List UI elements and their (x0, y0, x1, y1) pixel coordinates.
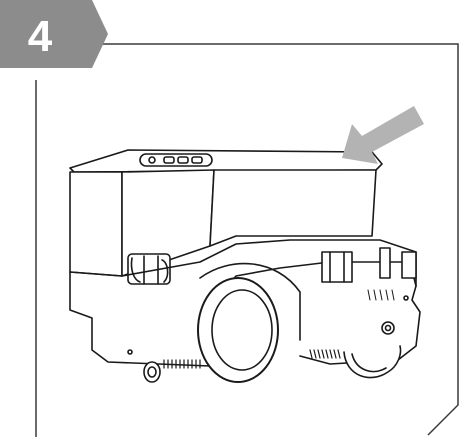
body-left-face (69, 171, 123, 277)
sensor-dot (127, 349, 133, 355)
side-latch (127, 253, 171, 285)
wheel-arch (199, 262, 301, 341)
frame-border (96, 43, 459, 436)
control-panel (139, 153, 213, 167)
lid-top (69, 149, 383, 173)
step-number: 4 (27, 12, 53, 61)
bottom-vents (163, 349, 341, 369)
bolt-center (384, 324, 392, 332)
body-right-face (209, 169, 377, 247)
step-badge-shape (0, 0, 108, 68)
front-caster (143, 361, 161, 383)
right-clips (321, 247, 417, 283)
rear-vents (367, 289, 395, 301)
arrow-icon (342, 106, 424, 164)
rear-wheel (343, 345, 402, 379)
bolt (381, 321, 395, 335)
badge-background (0, 0, 108, 68)
main-wheel (197, 277, 279, 383)
chassis-outline (69, 261, 421, 367)
chassis-upper-edge (69, 239, 417, 287)
sensor-dot-right (403, 295, 409, 301)
step-badge: 4 (0, 0, 110, 78)
